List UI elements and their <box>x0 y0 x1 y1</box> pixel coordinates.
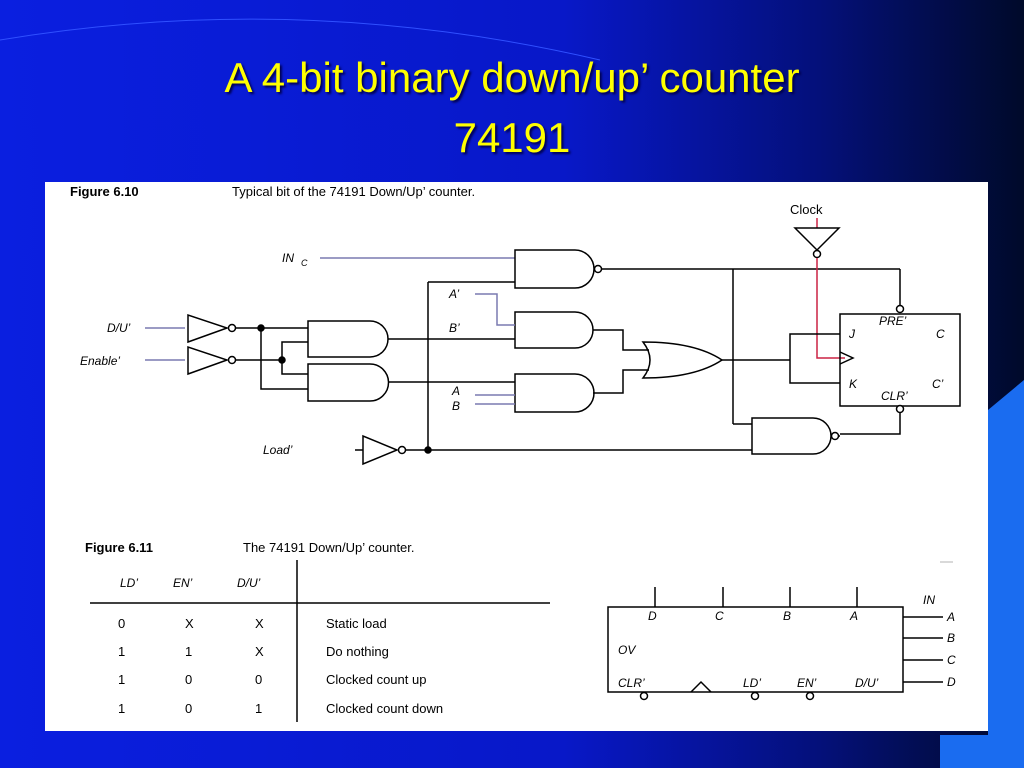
middle-and-gate-lower <box>514 373 595 413</box>
top-nand-gate <box>514 249 595 289</box>
j-input-line <box>789 333 840 358</box>
row1-ld: 0 <box>118 616 125 631</box>
c-output-label: C <box>936 327 945 341</box>
k-input-line <box>789 358 840 384</box>
row2-ld: 1 <box>118 644 125 659</box>
block-clock-triangle <box>690 680 712 693</box>
enable-bubble <box>227 355 237 365</box>
clock-input-triangle <box>839 351 855 365</box>
clr-pin-bubble <box>639 691 649 701</box>
slide-title: A 4-bit binary down/up’ counter 74191 <box>0 48 1024 168</box>
row4-ld: 1 <box>118 701 125 716</box>
table-row: 1 0 1 Clocked count down <box>118 701 443 716</box>
block-ld-label: LD’ <box>743 676 761 690</box>
j-label: J <box>848 327 856 341</box>
or-in1-line <box>593 329 649 351</box>
bottom-nand-bubble <box>830 431 840 441</box>
block-clr-label: CLR’ <box>618 676 645 690</box>
row2-du: X <box>255 644 264 659</box>
enable-label: Enable’ <box>80 354 120 368</box>
table-row: 1 0 0 Clocked count up <box>118 672 426 687</box>
or-gate <box>641 341 724 379</box>
left-and-gate-lower <box>307 363 390 402</box>
row3-action: Clocked count up <box>326 672 426 687</box>
row3-en: 0 <box>185 672 192 687</box>
row4-action: Clocked count down <box>326 701 443 716</box>
row2-en: 1 <box>185 644 192 659</box>
block-right-pin-b: B <box>947 631 955 645</box>
clr-bubble <box>895 404 905 414</box>
bottom-nand-gate <box>751 417 832 455</box>
load-inverter <box>362 434 399 466</box>
block-top-pin-c: C <box>715 609 724 623</box>
left-and-gate-upper <box>307 320 389 358</box>
block-en-label: EN’ <box>797 676 817 690</box>
a-prime-line <box>475 293 515 326</box>
enable-up-line <box>281 341 308 360</box>
pre-label: PRE’ <box>879 314 907 328</box>
inc-subscript: C <box>301 258 308 268</box>
block-top-pin-d: D <box>648 609 657 623</box>
c-prime-output-label: C’ <box>932 377 944 391</box>
k-label: K <box>849 377 858 391</box>
du-down-line <box>260 328 308 390</box>
row3-du: 0 <box>255 672 262 687</box>
b-prime-label: B’ <box>449 321 460 335</box>
du-label: D/U’ <box>107 321 131 335</box>
block-top-pin-a: A <box>849 609 858 623</box>
row2-action: Do nothing <box>326 644 389 659</box>
row1-en: X <box>185 616 194 631</box>
table-header-ld: LD’ <box>120 576 138 590</box>
row4-en: 0 <box>185 701 192 716</box>
block-top-pin-b: B <box>783 609 791 623</box>
table-row: 1 1 X Do nothing <box>118 644 389 659</box>
clr-line <box>840 413 901 435</box>
load-label: Load’ <box>263 443 293 457</box>
load-bubble <box>397 445 407 455</box>
figure-drawing: Figure 6.10 Typical bit of the 74191 Dow… <box>70 184 961 722</box>
row4-du: 1 <box>255 701 262 716</box>
row3-ld: 1 <box>118 672 125 687</box>
row1-action: Static load <box>326 616 387 631</box>
block-ov-label: OV <box>618 643 636 657</box>
table-header-en: EN’ <box>173 576 193 590</box>
decorative-arc <box>0 18 601 61</box>
or-in2-line <box>593 369 649 394</box>
clock-line <box>816 258 845 359</box>
en-pin-bubble <box>805 691 815 701</box>
a-prime-label: A’ <box>448 287 460 301</box>
du-inverter <box>187 313 230 344</box>
b-label: B <box>452 399 460 413</box>
title-line-1: A 4-bit binary down/up’ counter <box>224 54 800 101</box>
enable-down-line <box>281 360 308 375</box>
table-header-du: D/U’ <box>237 576 261 590</box>
row1-du: X <box>255 616 264 631</box>
clock-buffer <box>793 227 841 252</box>
clock-bubble <box>812 249 822 259</box>
fig611-caption: The 74191 Down/Up’ counter. <box>243 540 415 555</box>
du-bubble <box>227 323 237 333</box>
enable-inverter <box>187 345 230 376</box>
clock-label: Clock <box>790 202 823 217</box>
clr-label: CLR’ <box>881 389 908 403</box>
inc-label: IN <box>282 251 294 265</box>
pre-bubble <box>895 304 905 314</box>
block-right-pin-c: C <box>947 653 956 667</box>
block-right-pin-a: A <box>946 610 955 624</box>
block-right-pin-d: D <box>947 675 956 689</box>
block-du-label: D/U’ <box>855 676 879 690</box>
ld-pin-bubble <box>750 691 760 701</box>
fig611-number: Figure 6.11 <box>85 540 153 555</box>
fig610-number: Figure 6.10 <box>70 184 139 199</box>
title-line-2: 74191 <box>453 114 571 161</box>
figure-panel: Figure 6.10 Typical bit of the 74191 Dow… <box>45 182 988 731</box>
a-label: A <box>451 384 460 398</box>
block-in-label: IN <box>923 593 935 607</box>
blue-corner-shape <box>940 380 1024 768</box>
middle-and-gate-upper <box>514 311 594 349</box>
table-row: 0 X X Static load <box>118 616 387 631</box>
top-nand-bubble <box>593 264 603 274</box>
fig610-caption: Typical bit of the 74191 Down/Up’ counte… <box>232 184 475 199</box>
